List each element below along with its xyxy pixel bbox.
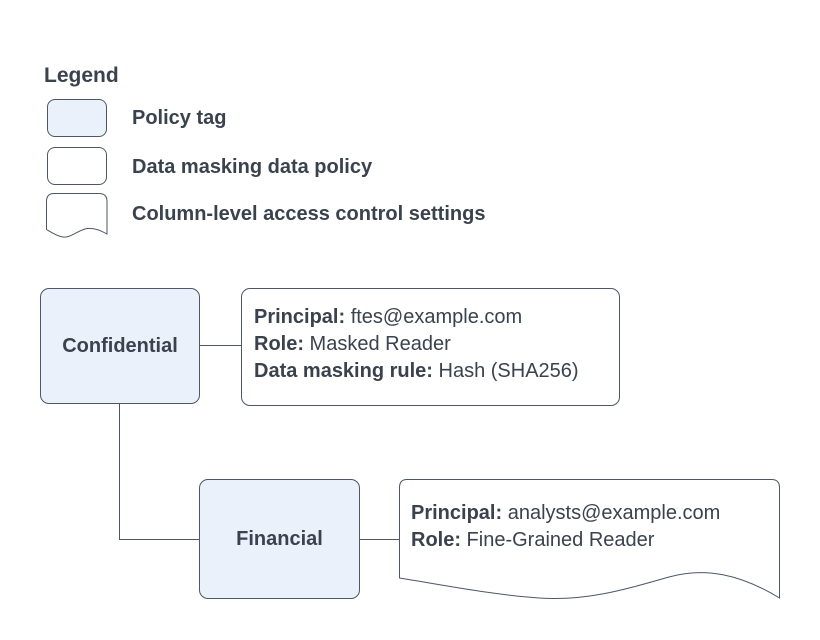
doc-text: Principal: analysts@example.com Role: Fi… [411, 500, 720, 554]
connector-to-financial [119, 539, 199, 540]
policy-line-principal: Principal: ftes@example.com [254, 306, 523, 328]
policy-tag-node-confidential: Confidential [40, 288, 200, 404]
legend-label-data-masking-policy: Data masking data policy [132, 156, 373, 178]
policy-tag-node-financial: Financial [199, 479, 360, 599]
legend-label-policy-tag: Policy tag [132, 107, 227, 129]
connector-confidential-down [119, 402, 120, 540]
node-label-financial: Financial [236, 527, 323, 550]
data-masking-policy-box: Principal: ftes@example.com Role: Masked… [241, 288, 620, 406]
legend-title: Legend [44, 64, 119, 87]
legend-document-swatch-icon [46, 193, 108, 238]
doc-line-principal: Principal: analysts@example.com [411, 502, 721, 524]
legend-label-column-access-settings: Column-level access control settings [132, 203, 486, 225]
policy-line-role: Role: Masked Reader [254, 333, 451, 355]
legend-data-policy-swatch [47, 147, 107, 185]
column-access-settings-doc: Principal: analysts@example.com Role: Fi… [399, 479, 780, 600]
policy-box-text: Principal: ftes@example.com Role: Masked… [254, 304, 579, 385]
doc-line-role: Role: Fine-Grained Reader [411, 529, 655, 551]
policy-line-masking-rule: Data masking rule: Hash (SHA256) [254, 360, 579, 382]
legend-policy-tag-swatch [47, 99, 107, 137]
document-shape [399, 479, 780, 599]
connector-financial-to-settings [358, 539, 400, 540]
connector-confidential-to-policy [199, 345, 241, 346]
node-label-confidential: Confidential [62, 334, 178, 357]
